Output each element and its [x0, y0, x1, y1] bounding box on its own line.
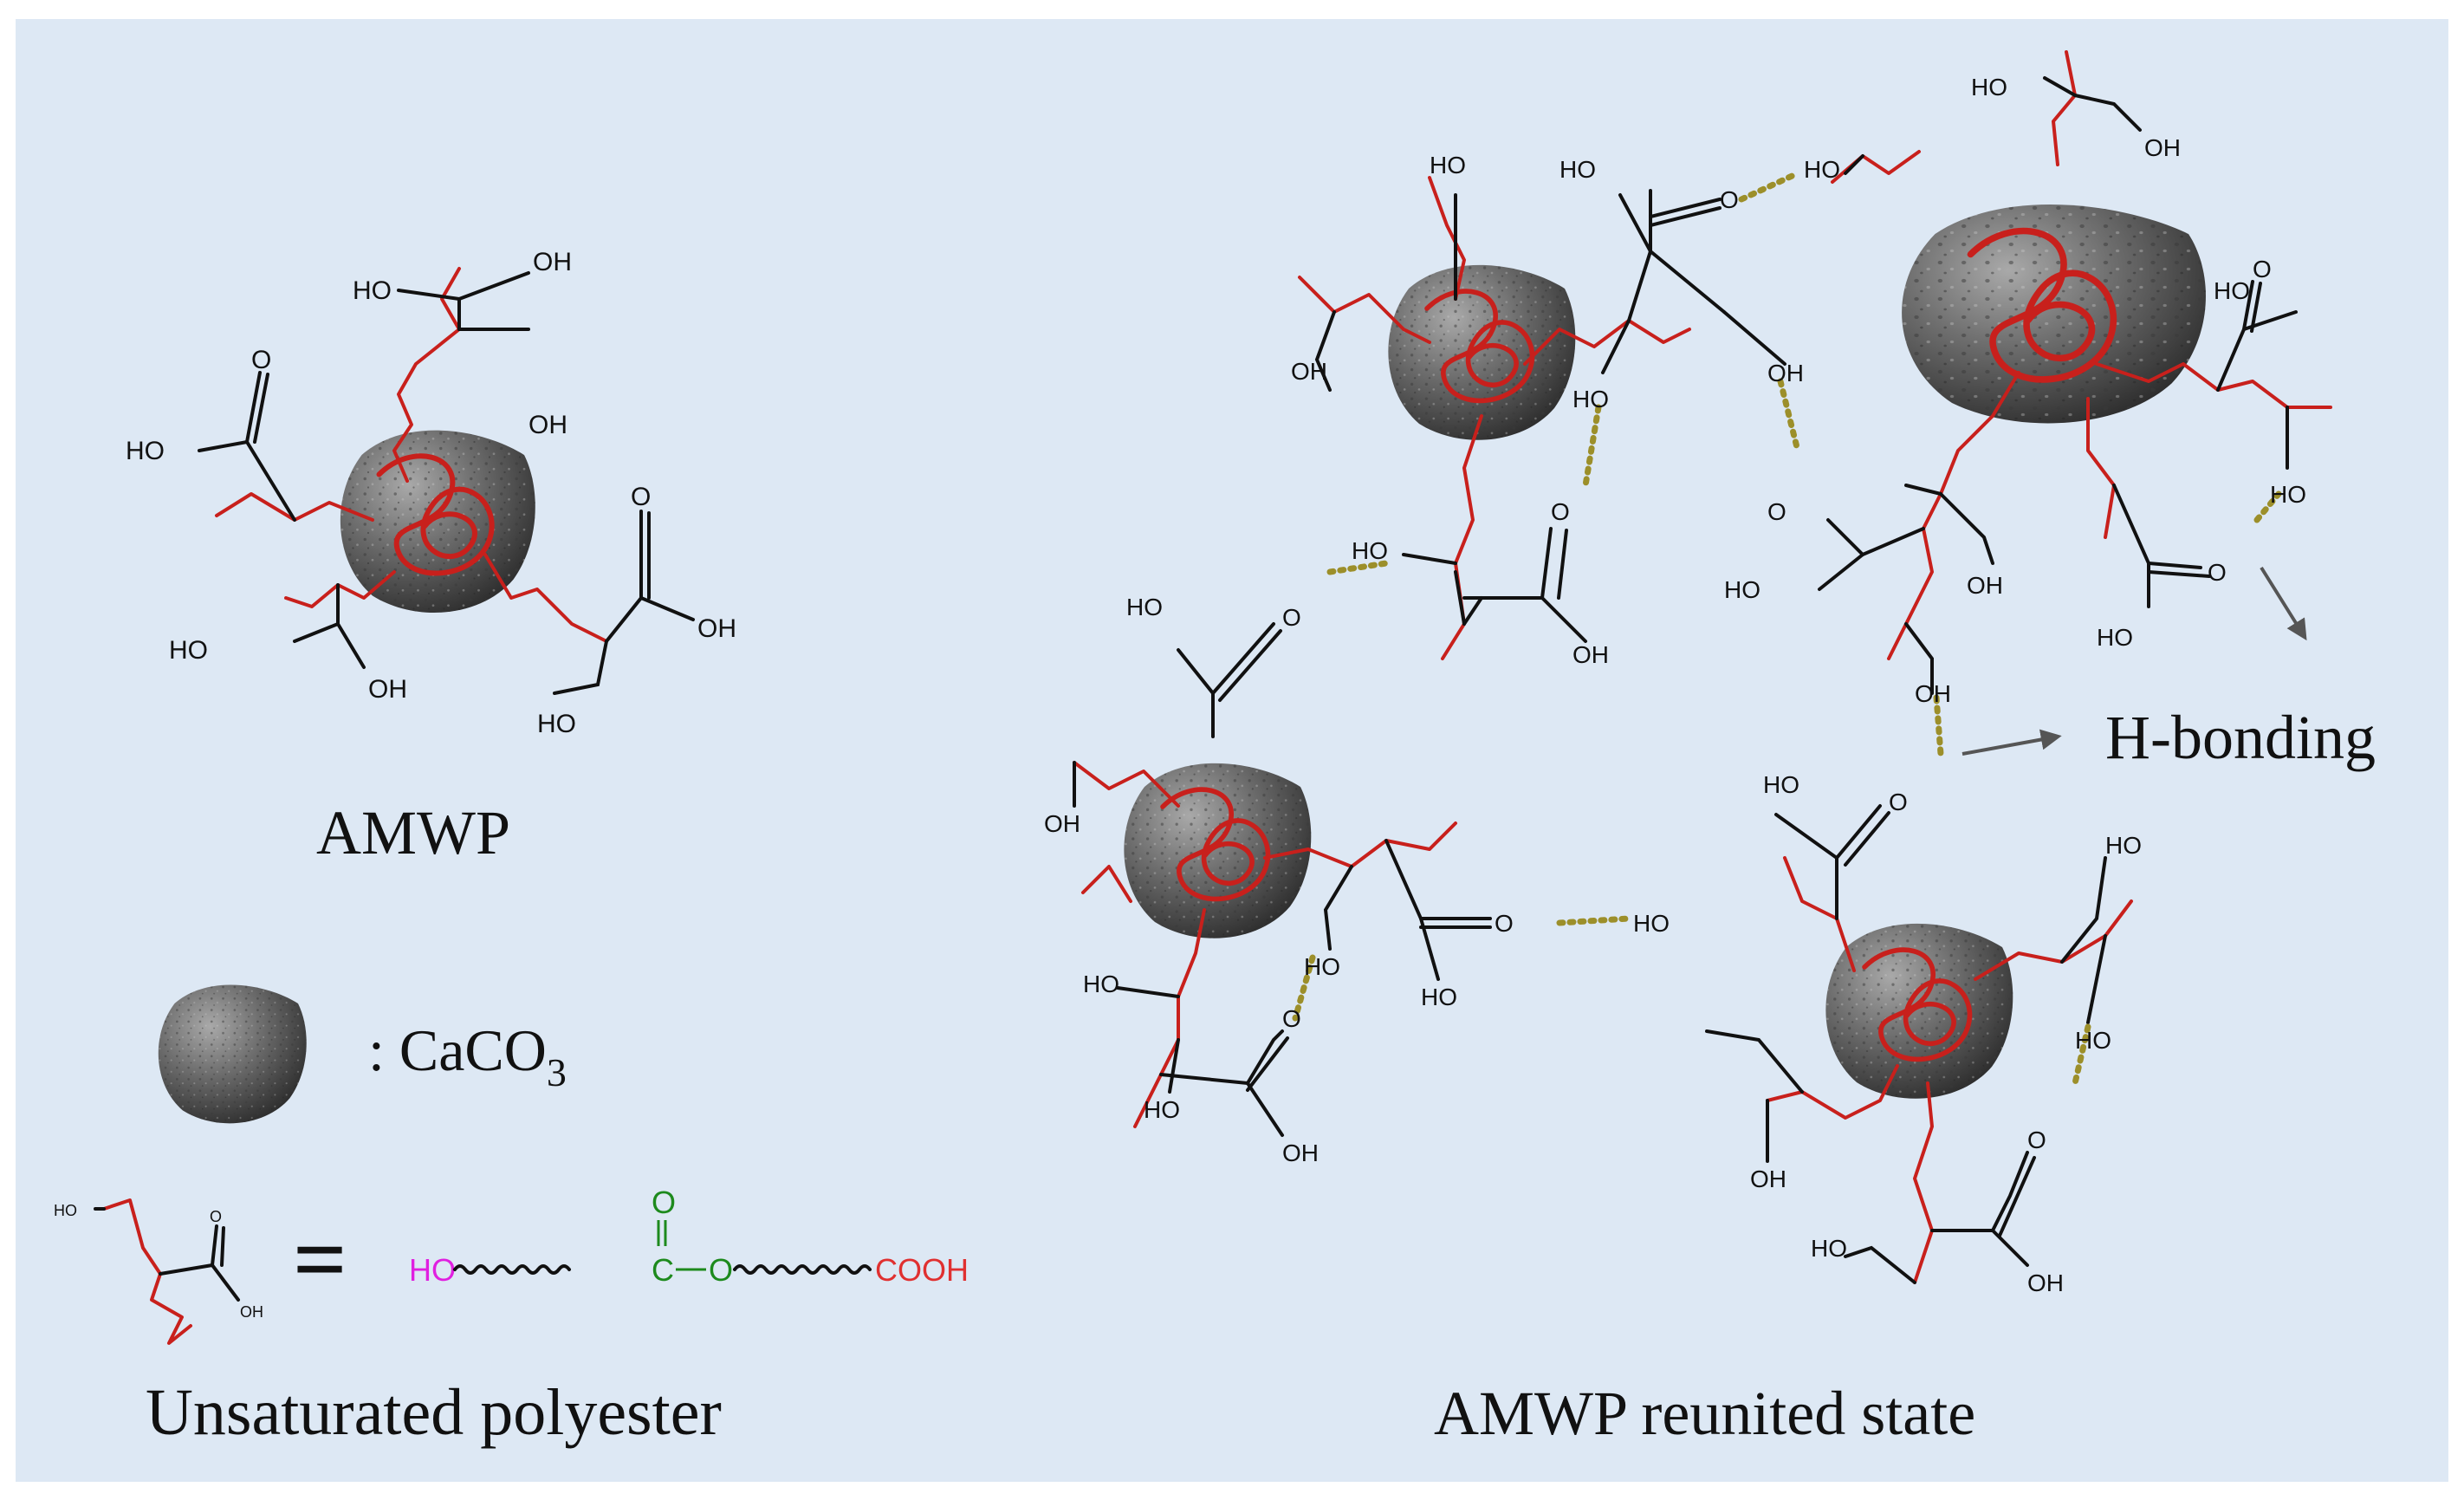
caption-unsaturated: Unsaturated polyester	[146, 1376, 722, 1449]
label-oh: OH	[1750, 1166, 1786, 1192]
label-o: O	[1767, 498, 1786, 525]
label-o: O	[1282, 604, 1301, 631]
label-o: O	[210, 1208, 222, 1225]
reunited-network: OH HO HO O HO OH HO HO OH HO O HO O HO O…	[1044, 50, 2332, 1296]
legend-caco3-subscript: 3	[547, 1050, 567, 1094]
caco3-particle	[1388, 264, 1576, 440]
caption-reunited: AMWP reunited state	[1434, 1379, 1975, 1448]
label-ho: HO	[2075, 1027, 2111, 1054]
amwp-molecule: HO OH OH HO O O OH HO OH HO	[126, 248, 736, 738]
caco3-particle	[1825, 923, 2013, 1099]
label-o: O	[2253, 256, 2272, 282]
label-oh: OH	[2027, 1269, 2064, 1296]
formula-ester-o: O	[709, 1252, 733, 1288]
label-oh: OH	[1767, 360, 1804, 386]
label-oh: OH	[1572, 641, 1609, 668]
label-ho: HO	[1811, 1235, 1847, 1262]
label-ho: HO	[1144, 1096, 1180, 1123]
caption-amwp: AMWP	[316, 798, 510, 867]
caption-hbonding: H-bonding	[2105, 703, 2376, 772]
formula-ho: HO	[409, 1252, 456, 1288]
label-oh: OH	[240, 1303, 263, 1321]
label-o: O	[2027, 1127, 2046, 1153]
label-oh: OH	[1291, 358, 1327, 385]
legend-polyester-glyph: HO O OH	[54, 1198, 263, 1345]
legend-caco3-prefix: : CaCO	[368, 1017, 547, 1083]
label-o: O	[1720, 186, 1739, 213]
label-ho: HO	[2105, 832, 2142, 859]
label-ho: HO	[54, 1202, 77, 1219]
formula-carbon: C	[652, 1252, 674, 1288]
label-ho: HO	[126, 437, 165, 465]
label-ho: HO	[2097, 624, 2133, 651]
label-ho: HO	[1724, 576, 1760, 603]
label-ho: HO	[2214, 277, 2250, 304]
label-oh: OH	[2144, 134, 2181, 161]
label-ho: HO	[1971, 74, 2007, 101]
label-ho: HO	[1126, 594, 1163, 620]
label-ho: HO	[1430, 152, 1466, 179]
label-o: O	[1889, 789, 1908, 815]
label-ho: HO	[2270, 481, 2306, 508]
label-oh: OH	[1967, 572, 2003, 599]
label-oh: OH	[1044, 810, 1080, 837]
caco3-particle	[1124, 763, 1312, 938]
label-oh: OH	[528, 411, 567, 439]
label-ho: HO	[1421, 984, 1457, 1010]
legend-caco3-label: : CaCO3	[368, 1017, 567, 1094]
label-o: O	[631, 483, 651, 511]
label-ho: HO	[1763, 771, 1799, 798]
label-o: O	[251, 346, 271, 374]
formula-carbonyl-o: O	[652, 1185, 676, 1220]
label-o: O	[2208, 559, 2227, 586]
label-oh: OH	[1915, 680, 1951, 707]
label-ho: HO	[353, 276, 392, 305]
label-o: O	[1551, 498, 1570, 525]
label-oh: OH	[1282, 1140, 1319, 1166]
label-ho: HO	[1352, 537, 1388, 564]
equals-sign: =	[293, 1206, 347, 1312]
label-oh: OH	[697, 614, 736, 643]
label-ho: HO	[1083, 971, 1119, 997]
label-ho: HO	[1304, 953, 1340, 980]
label-ho: HO	[1559, 156, 1596, 183]
formula-cooh: COOH	[875, 1252, 969, 1288]
label-ho: HO	[537, 710, 576, 738]
label-o: O	[1282, 1005, 1301, 1032]
label-ho: HO	[1804, 156, 1840, 183]
legend-caco3-particle	[158, 984, 307, 1124]
label-oh: OH	[533, 248, 572, 276]
label-oh: OH	[368, 675, 407, 704]
label-ho: HO	[169, 636, 208, 665]
label-o: O	[1495, 910, 1514, 937]
label-ho: HO	[1572, 386, 1609, 412]
label-ho: HO	[1633, 910, 1670, 937]
polyester-formula: HO C O O COOH	[409, 1185, 969, 1288]
